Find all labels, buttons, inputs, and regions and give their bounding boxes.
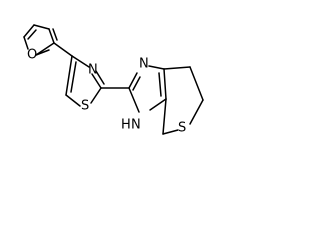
furan-bond-c2-c3-double bbox=[52, 28, 58, 41]
furan-bond-o-c2b bbox=[35, 42, 55, 56]
imidazole-ring bbox=[128, 65, 167, 113]
thiazole-bond-c2-s1 bbox=[90, 87, 102, 104]
thiopyran-bond-s-c7 bbox=[162, 129, 179, 135]
thiazole-bond-s1-c5 bbox=[65, 94, 81, 107]
furan-bond-c3-c4 bbox=[33, 24, 50, 30]
thiazole-bond-n3-c2-double bbox=[95, 70, 105, 85]
thiopyran-sulfur-label: S bbox=[178, 121, 186, 136]
imidazole-nitrogen-label: N bbox=[139, 57, 149, 72]
furan-bond-c5-o bbox=[23, 36, 29, 50]
furan-oxygen-label: O bbox=[27, 48, 37, 63]
chemical-structure-diagram: O N S N H N S bbox=[23, 24, 204, 136]
thiopyran-bond-c3a-c4 bbox=[163, 66, 191, 70]
imidazole-bond-c2-n3-double bbox=[132, 76, 141, 91]
thiazole-bond-c4-n3 bbox=[71, 55, 90, 68]
atom-labels: O N S N H N S bbox=[27, 48, 186, 136]
thiazole-bond-n3-c2 bbox=[91, 73, 102, 89]
thiopyran-bond-c5-s bbox=[189, 99, 204, 125]
thiazole-bond-c5-c4 bbox=[65, 55, 73, 96]
thiazole-bond-c5-c4-double bbox=[70, 61, 77, 93]
thiopyran-bond-c7-c7a bbox=[162, 98, 167, 135]
imidazole-bond-c3a-c7a-double bbox=[158, 72, 162, 97]
furan-bond-c4-c5-double bbox=[27, 29, 37, 40]
imidazole-bond-c7a-n1 bbox=[149, 98, 167, 111]
thiazole-ring bbox=[65, 55, 105, 107]
imidazole-nh-label: H bbox=[121, 118, 131, 133]
thiazole-nitrogen-label: N bbox=[88, 63, 98, 78]
thiazole-sulfur-label: S bbox=[81, 99, 89, 114]
thiopyran-ring bbox=[162, 66, 204, 135]
imidazole-nh-nitrogen-label: N bbox=[131, 118, 141, 133]
furan-ring bbox=[23, 24, 58, 56]
imidazole-bond-n1-c2 bbox=[128, 87, 140, 113]
thiopyran-bond-c4-c5 bbox=[189, 66, 204, 101]
furan-bond-c4-c5 bbox=[23, 24, 35, 38]
imidazole-bond-c3a-c7a bbox=[163, 68, 167, 100]
furan-bond-c2-c3 bbox=[48, 28, 55, 44]
imidazole-bond-n3-c3a bbox=[148, 65, 165, 70]
imidazole-bond-c2-n3 bbox=[128, 72, 138, 89]
furan-thiazole-link bbox=[53, 42, 73, 57]
